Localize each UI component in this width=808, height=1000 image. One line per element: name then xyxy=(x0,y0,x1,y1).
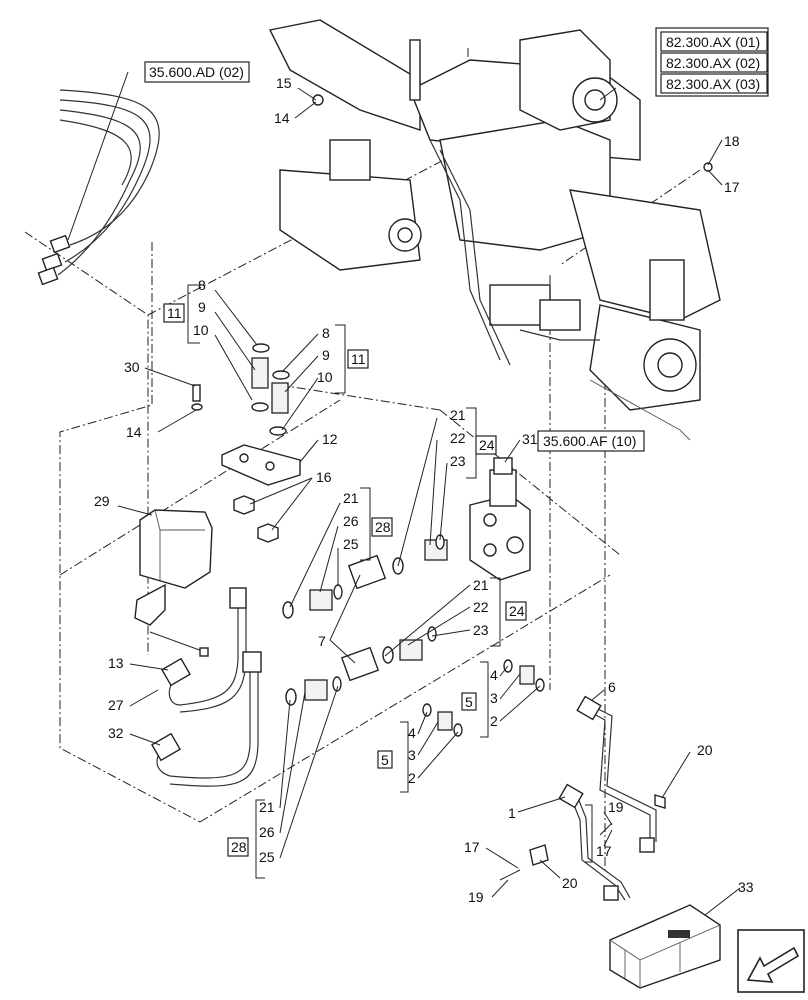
callout-24: 24 xyxy=(479,437,495,453)
callout-30: 30 xyxy=(124,359,140,375)
ref-82300ax01: 82.300.AX (01) xyxy=(666,34,760,50)
callout-21: 21 xyxy=(259,799,275,815)
adapter-plate-group xyxy=(191,343,301,543)
callout-14: 14 xyxy=(126,424,142,440)
callout-33: 33 xyxy=(738,879,754,895)
callout-18: 18 xyxy=(724,133,740,149)
callout-17: 17 xyxy=(464,839,480,855)
callout-2: 2 xyxy=(408,770,416,786)
ref-box-35600ad02[interactable] xyxy=(144,61,250,83)
callout-24: 24 xyxy=(509,603,525,619)
callout-27: 27 xyxy=(108,697,124,713)
callout-19: 19 xyxy=(608,799,624,815)
callout-10: 10 xyxy=(317,369,333,385)
callout-22: 22 xyxy=(473,599,489,615)
callout-5: 5 xyxy=(465,694,473,710)
shield-cover xyxy=(134,509,213,626)
ref-box-82300ax01[interactable] xyxy=(660,31,768,52)
kit-number-boxes xyxy=(163,303,527,857)
callout-11: 11 xyxy=(351,351,366,367)
callout-23: 23 xyxy=(473,622,489,638)
ref-box-82300ax03[interactable] xyxy=(660,73,768,94)
ref-box-82300ax02[interactable] xyxy=(660,52,768,73)
callout-10: 10 xyxy=(193,322,209,338)
callout-17: 17 xyxy=(596,843,612,859)
callout-5: 5 xyxy=(381,752,389,768)
kit-box xyxy=(609,904,721,989)
ref-35600ad02: 35.600.AD (02) xyxy=(149,64,244,80)
callout-11: 11 xyxy=(167,305,182,321)
callout-15: 15 xyxy=(276,75,292,91)
callout-21: 21 xyxy=(343,490,359,506)
callout-20: 20 xyxy=(697,742,713,758)
control-valve xyxy=(282,457,545,737)
callout-13: 13 xyxy=(108,655,124,671)
callout-12: 12 xyxy=(322,431,338,447)
callout-21: 21 xyxy=(450,407,466,423)
callout-26: 26 xyxy=(259,824,275,840)
ref-box-35600af10[interactable] xyxy=(537,430,645,452)
callout-numbers: 15 14 18 17 8 9 10 11 8 9 10 11 30 14 12… xyxy=(94,75,754,905)
callout-3: 3 xyxy=(408,747,416,763)
callout-4: 4 xyxy=(490,667,498,683)
callout-28: 28 xyxy=(375,519,391,535)
hose-bundle xyxy=(37,89,160,286)
callout-31: 31 xyxy=(522,431,538,447)
callout-20: 20 xyxy=(562,875,578,891)
leader-lines xyxy=(67,71,741,916)
callout-21: 21 xyxy=(473,577,489,593)
ref-35600af10: 35.600.AF (10) xyxy=(543,433,636,449)
callout-29: 29 xyxy=(94,493,110,509)
callout-14: 14 xyxy=(274,110,290,126)
ref-82300ax03: 82.300.AX (03) xyxy=(666,76,760,92)
callout-19: 19 xyxy=(468,889,484,905)
callout-16: 16 xyxy=(316,469,332,485)
callout-28: 28 xyxy=(231,839,247,855)
navigation-arrow-icon[interactable] xyxy=(737,929,805,993)
reference-boxes: 35.600.AD (02) 82.300.AX (01) 82.300.AX … xyxy=(144,27,769,452)
callout-8: 8 xyxy=(322,325,330,341)
callout-9: 9 xyxy=(198,299,206,315)
tube-assembly xyxy=(149,587,262,787)
callout-7: 7 xyxy=(318,633,326,649)
callout-25: 25 xyxy=(343,536,359,552)
steel-pipes xyxy=(499,695,666,901)
callout-22: 22 xyxy=(450,430,466,446)
loader-frame-assembly xyxy=(268,19,721,441)
callout-6: 6 xyxy=(608,679,616,695)
ref-82300ax02: 82.300.AX (02) xyxy=(666,55,760,71)
callout-2: 2 xyxy=(490,713,498,729)
callout-8: 8 xyxy=(198,277,206,293)
callout-25: 25 xyxy=(259,849,275,865)
callout-4: 4 xyxy=(408,725,416,741)
callout-32: 32 xyxy=(108,725,124,741)
callout-9: 9 xyxy=(322,347,330,363)
callout-23: 23 xyxy=(450,453,466,469)
callout-1: 1 xyxy=(508,805,516,821)
callout-17: 17 xyxy=(724,179,740,195)
callout-26: 26 xyxy=(343,513,359,529)
callout-3: 3 xyxy=(490,690,498,706)
